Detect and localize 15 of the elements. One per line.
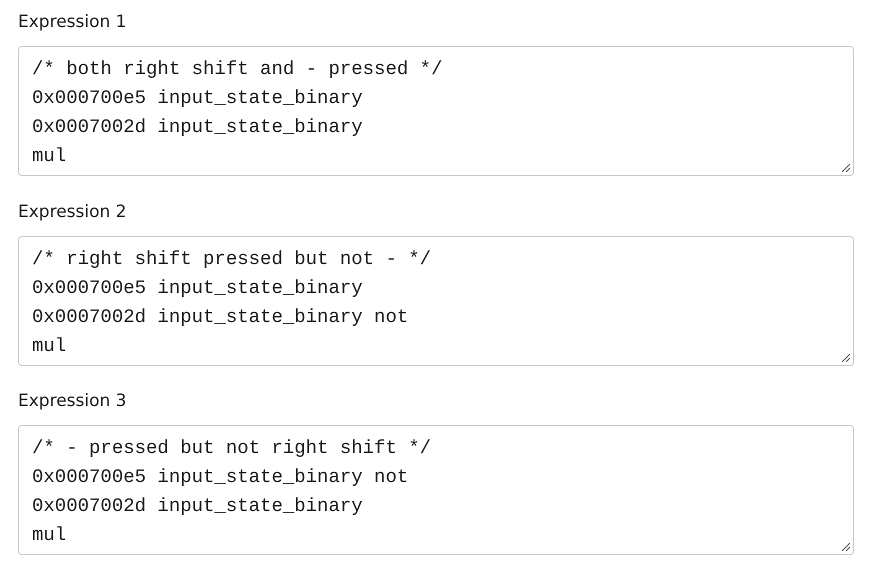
code-line: 0x000700e5 input_state_binary (32, 276, 363, 301)
code-line: /* - pressed but not right shift */ (32, 436, 432, 461)
code-line: /* both right shift and - pressed */ (32, 57, 442, 82)
code-line: 0x000700e5 input_state_binary not (32, 465, 408, 490)
field-label: Expression 1 (18, 12, 126, 32)
code-line: /* right shift pressed but not - */ (32, 247, 432, 272)
code-line: 0x0007002d input_state_binary (32, 115, 363, 140)
code-line: 0x0007002d input_state_binary (32, 494, 363, 519)
code-line: mul (32, 523, 66, 548)
code-line: 0x0007002d input_state_binary not (32, 305, 408, 330)
code-line: 0x000700e5 input_state_binary (32, 86, 363, 111)
code-line: mul (32, 144, 66, 169)
code-line: mul (32, 334, 66, 359)
field-label: Expression 3 (18, 391, 126, 411)
field-label: Expression 2 (18, 202, 126, 222)
